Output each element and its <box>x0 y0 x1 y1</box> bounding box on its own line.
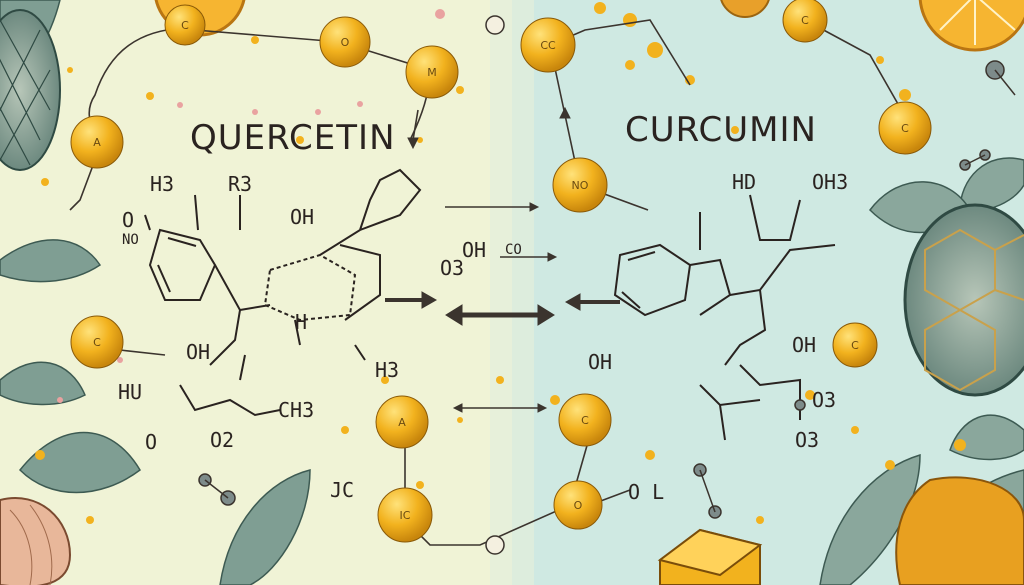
molecule-ball: A <box>70 115 124 169</box>
pink-dots <box>57 9 445 403</box>
turmeric-cube <box>657 476 1024 585</box>
molecule-ball: M <box>405 45 459 99</box>
arrows <box>385 106 620 413</box>
formula-label: JC <box>330 478 355 502</box>
formula-label: OH <box>186 340 211 364</box>
formula-label: O <box>122 208 135 232</box>
small-atoms <box>198 15 1016 555</box>
formula-label: O2 <box>210 428 235 452</box>
formula-label: O3 <box>440 256 465 280</box>
molecule-ball: NO <box>552 157 608 213</box>
quercetin-title: QUERCETIN <box>190 118 396 158</box>
svg-text:O: O <box>341 36 350 49</box>
formula-label: OH <box>290 205 315 229</box>
formula-label: HU <box>118 380 143 404</box>
svg-text:NO: NO <box>572 179 589 192</box>
molecule-ball: C <box>558 393 612 447</box>
molecule-ball: A <box>375 395 429 449</box>
molecule-ball: CC <box>520 17 576 73</box>
svg-text:C: C <box>901 122 909 135</box>
molecule-ball: C <box>878 101 932 155</box>
formula-label: OH <box>792 333 817 357</box>
quercetin-structure <box>144 168 422 417</box>
molecule-ball: C <box>782 0 828 43</box>
formula-label: O L <box>628 480 665 504</box>
svg-text:C: C <box>581 414 589 427</box>
pineapple-right <box>903 203 1024 397</box>
svg-text:C: C <box>93 336 101 349</box>
formula-label: OH <box>462 238 487 262</box>
molecule-ball: O <box>319 16 371 68</box>
formula-label: H3 <box>375 358 400 382</box>
svg-text:M: M <box>427 66 437 79</box>
formula-label: CO <box>505 242 522 258</box>
svg-text:IC: IC <box>400 509 411 522</box>
pineapple-left <box>0 9 61 171</box>
svg-text:O: O <box>574 499 583 512</box>
formula-label: OH3 <box>812 170 849 194</box>
formula-label: R3 <box>228 172 253 196</box>
curcumin-title: CURCUMIN <box>625 110 817 150</box>
molecule-balls: C O M A C CC NO C C A IC C O C <box>70 0 932 543</box>
formula-label: HD <box>732 170 757 194</box>
svg-text:C: C <box>181 19 189 32</box>
svg-text:CC: CC <box>540 39 556 52</box>
svg-text:C: C <box>851 339 859 352</box>
molecule-ball: O <box>553 480 603 530</box>
molecule-ball: C <box>70 315 124 369</box>
svg-text:A: A <box>398 416 406 429</box>
molecule-ball: C <box>832 322 878 368</box>
formula-label: O <box>145 430 158 454</box>
formula-label: CH3 <box>278 398 315 422</box>
dots <box>35 2 966 524</box>
formula-label: OH <box>588 350 613 374</box>
formula-label: NO <box>122 232 139 248</box>
formula-label: O3 <box>795 428 820 452</box>
onion-left <box>0 497 72 585</box>
formula-label: H3 <box>150 172 175 196</box>
molecule-ball: C <box>164 4 206 46</box>
svg-text:A: A <box>93 136 101 149</box>
formula-label: H <box>295 310 308 334</box>
molecule-ball: IC <box>377 487 433 543</box>
svg-text:C: C <box>801 14 809 27</box>
formula-label: O3 <box>812 388 837 412</box>
